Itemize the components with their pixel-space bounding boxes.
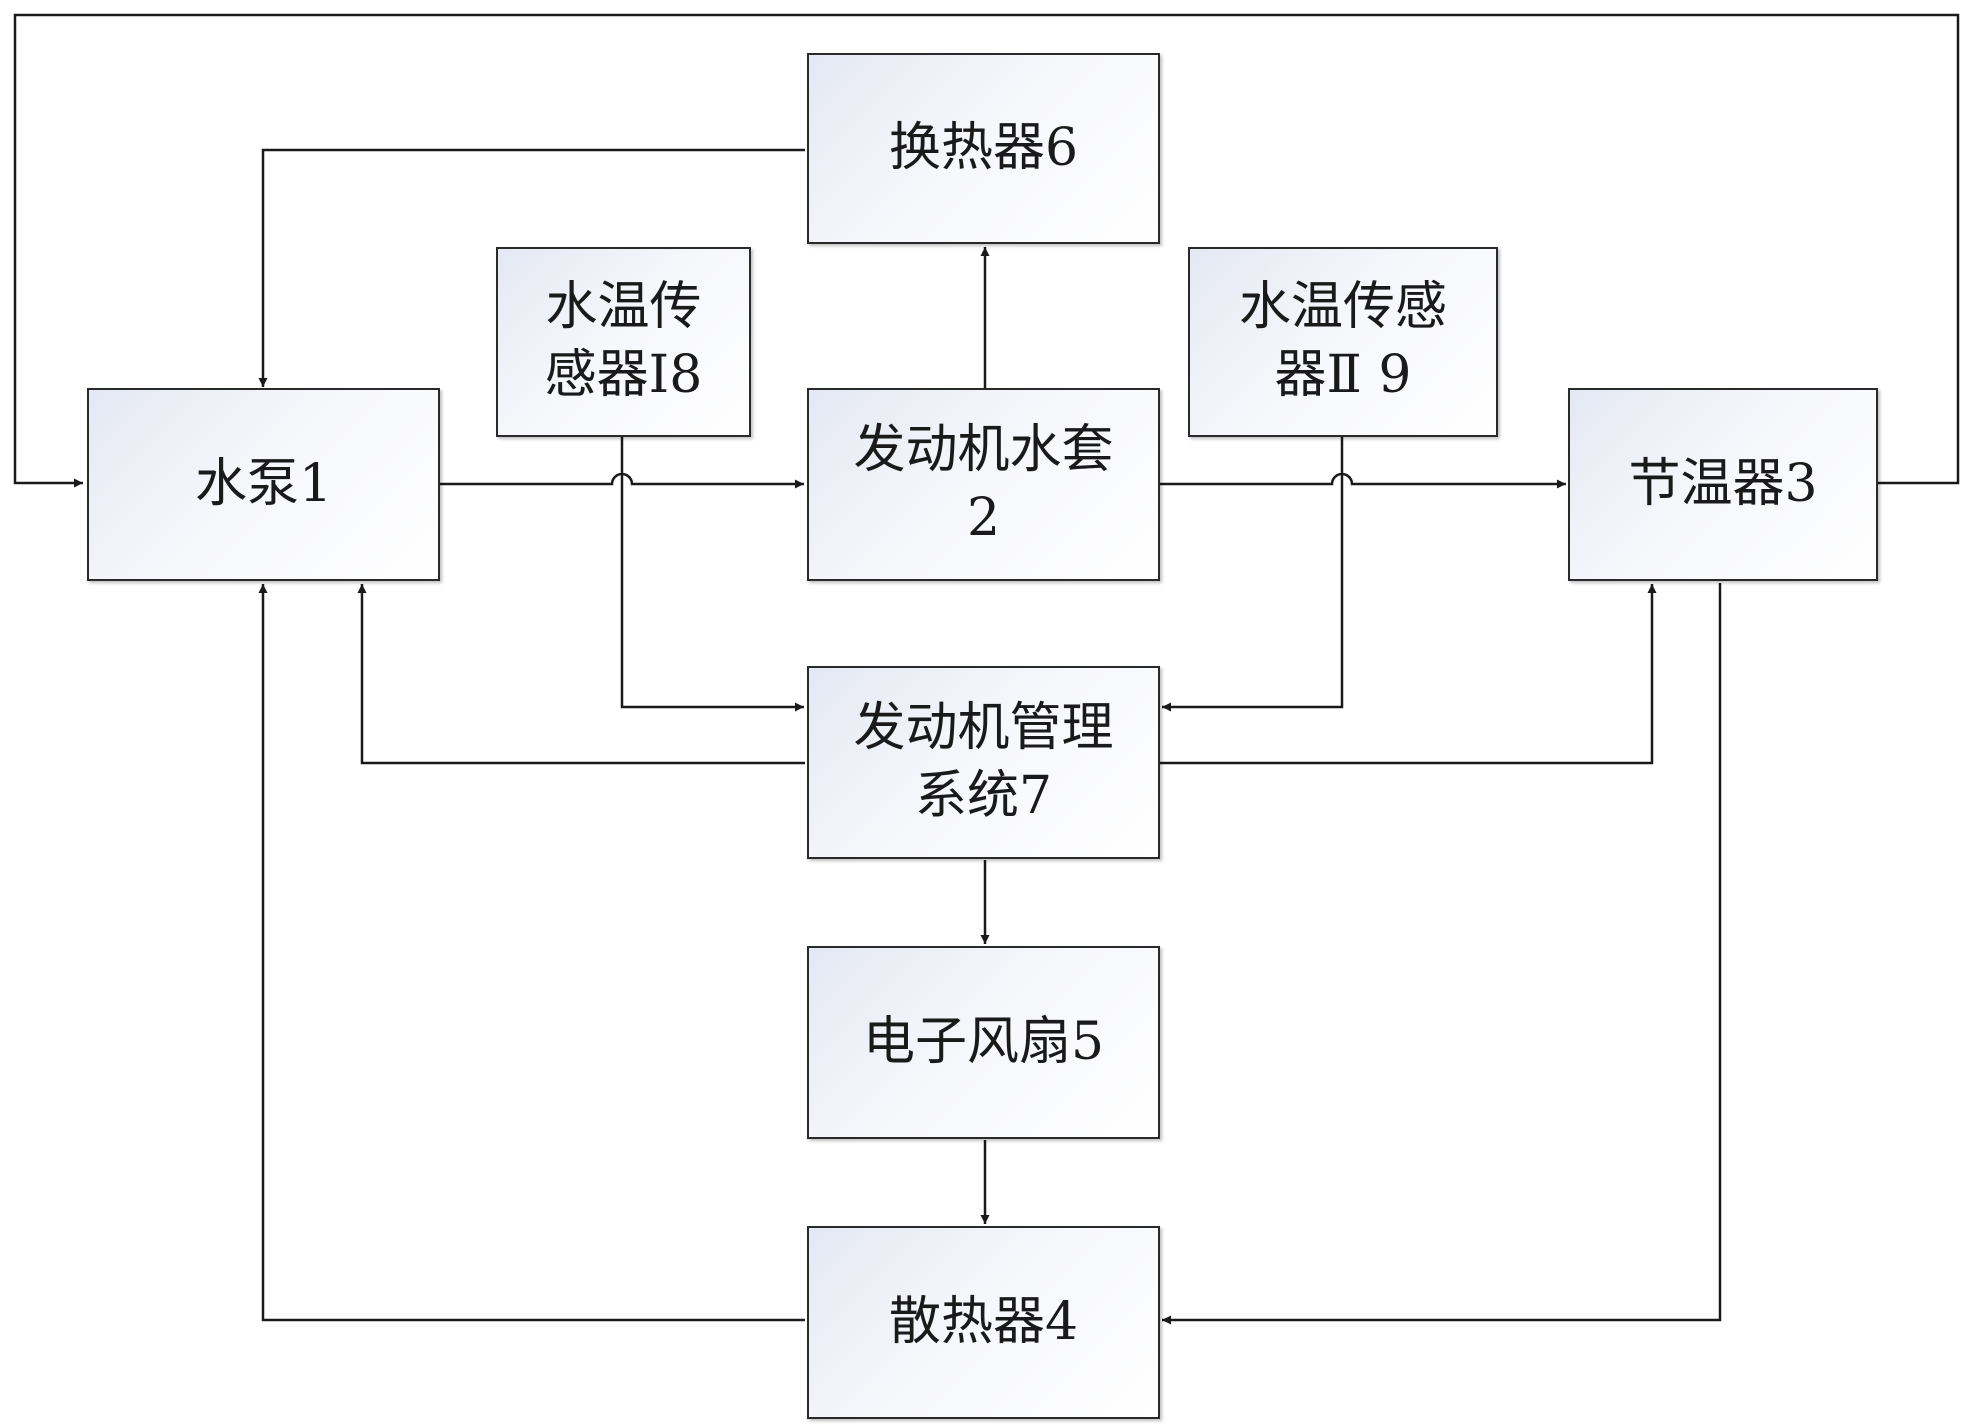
line-thermostat-to-pump-bypass: [13, 13, 1960, 488]
line-ems-to-pump: [357, 584, 805, 765]
heat-exchanger-box: 换热器6: [807, 53, 1160, 244]
line-jacket-to-thermostat: [1160, 472, 1566, 489]
sensor1-label-line2: 感器Ⅰ8: [544, 345, 703, 405]
engine-jacket-box: 发动机水套 2: [807, 388, 1160, 581]
line-ems-to-thermostat: [1160, 584, 1657, 765]
sensor2-label-line2: 器Ⅱ 9: [1274, 345, 1412, 405]
engine-jacket-label-line2: 2: [966, 487, 1001, 548]
sensor2-label-line1: 水温传感: [1238, 277, 1447, 338]
sensor1-label-line1: 水温传: [545, 277, 702, 338]
ems-label-line1: 发动机管理: [853, 697, 1114, 758]
line-radiator-to-pump: [258, 584, 805, 1322]
thermostat-box: 节温器3: [1568, 388, 1878, 581]
ems-label-line2: 系统7: [914, 765, 1053, 826]
engine-jacket-label-line1: 发动机水套: [853, 419, 1114, 480]
ems-box: 发动机管理 系统7: [807, 666, 1160, 859]
line-thermostat-to-radiator: [1162, 583, 1722, 1325]
pump-box: 水泵1: [87, 388, 440, 581]
sensor2-box: 水温传感 器Ⅱ 9: [1188, 247, 1498, 437]
heat-exchanger-label: 换热器6: [888, 117, 1079, 178]
line-sensor1-to-ems: [620, 437, 804, 712]
line-sensor2-to-ems: [1162, 437, 1344, 712]
pump-label: 水泵1: [194, 453, 333, 514]
sensor1-box: 水温传 感器Ⅰ8: [496, 247, 751, 437]
thermostat-label: 节温器3: [1628, 453, 1818, 514]
fan-box: 电子风扇5: [807, 946, 1160, 1139]
radiator-box: 散热器4: [807, 1226, 1160, 1419]
fan-label: 电子风扇5: [862, 1011, 1105, 1072]
line-heatexchanger-to-pump: [258, 148, 805, 387]
radiator-label: 散热器4: [888, 1291, 1079, 1352]
